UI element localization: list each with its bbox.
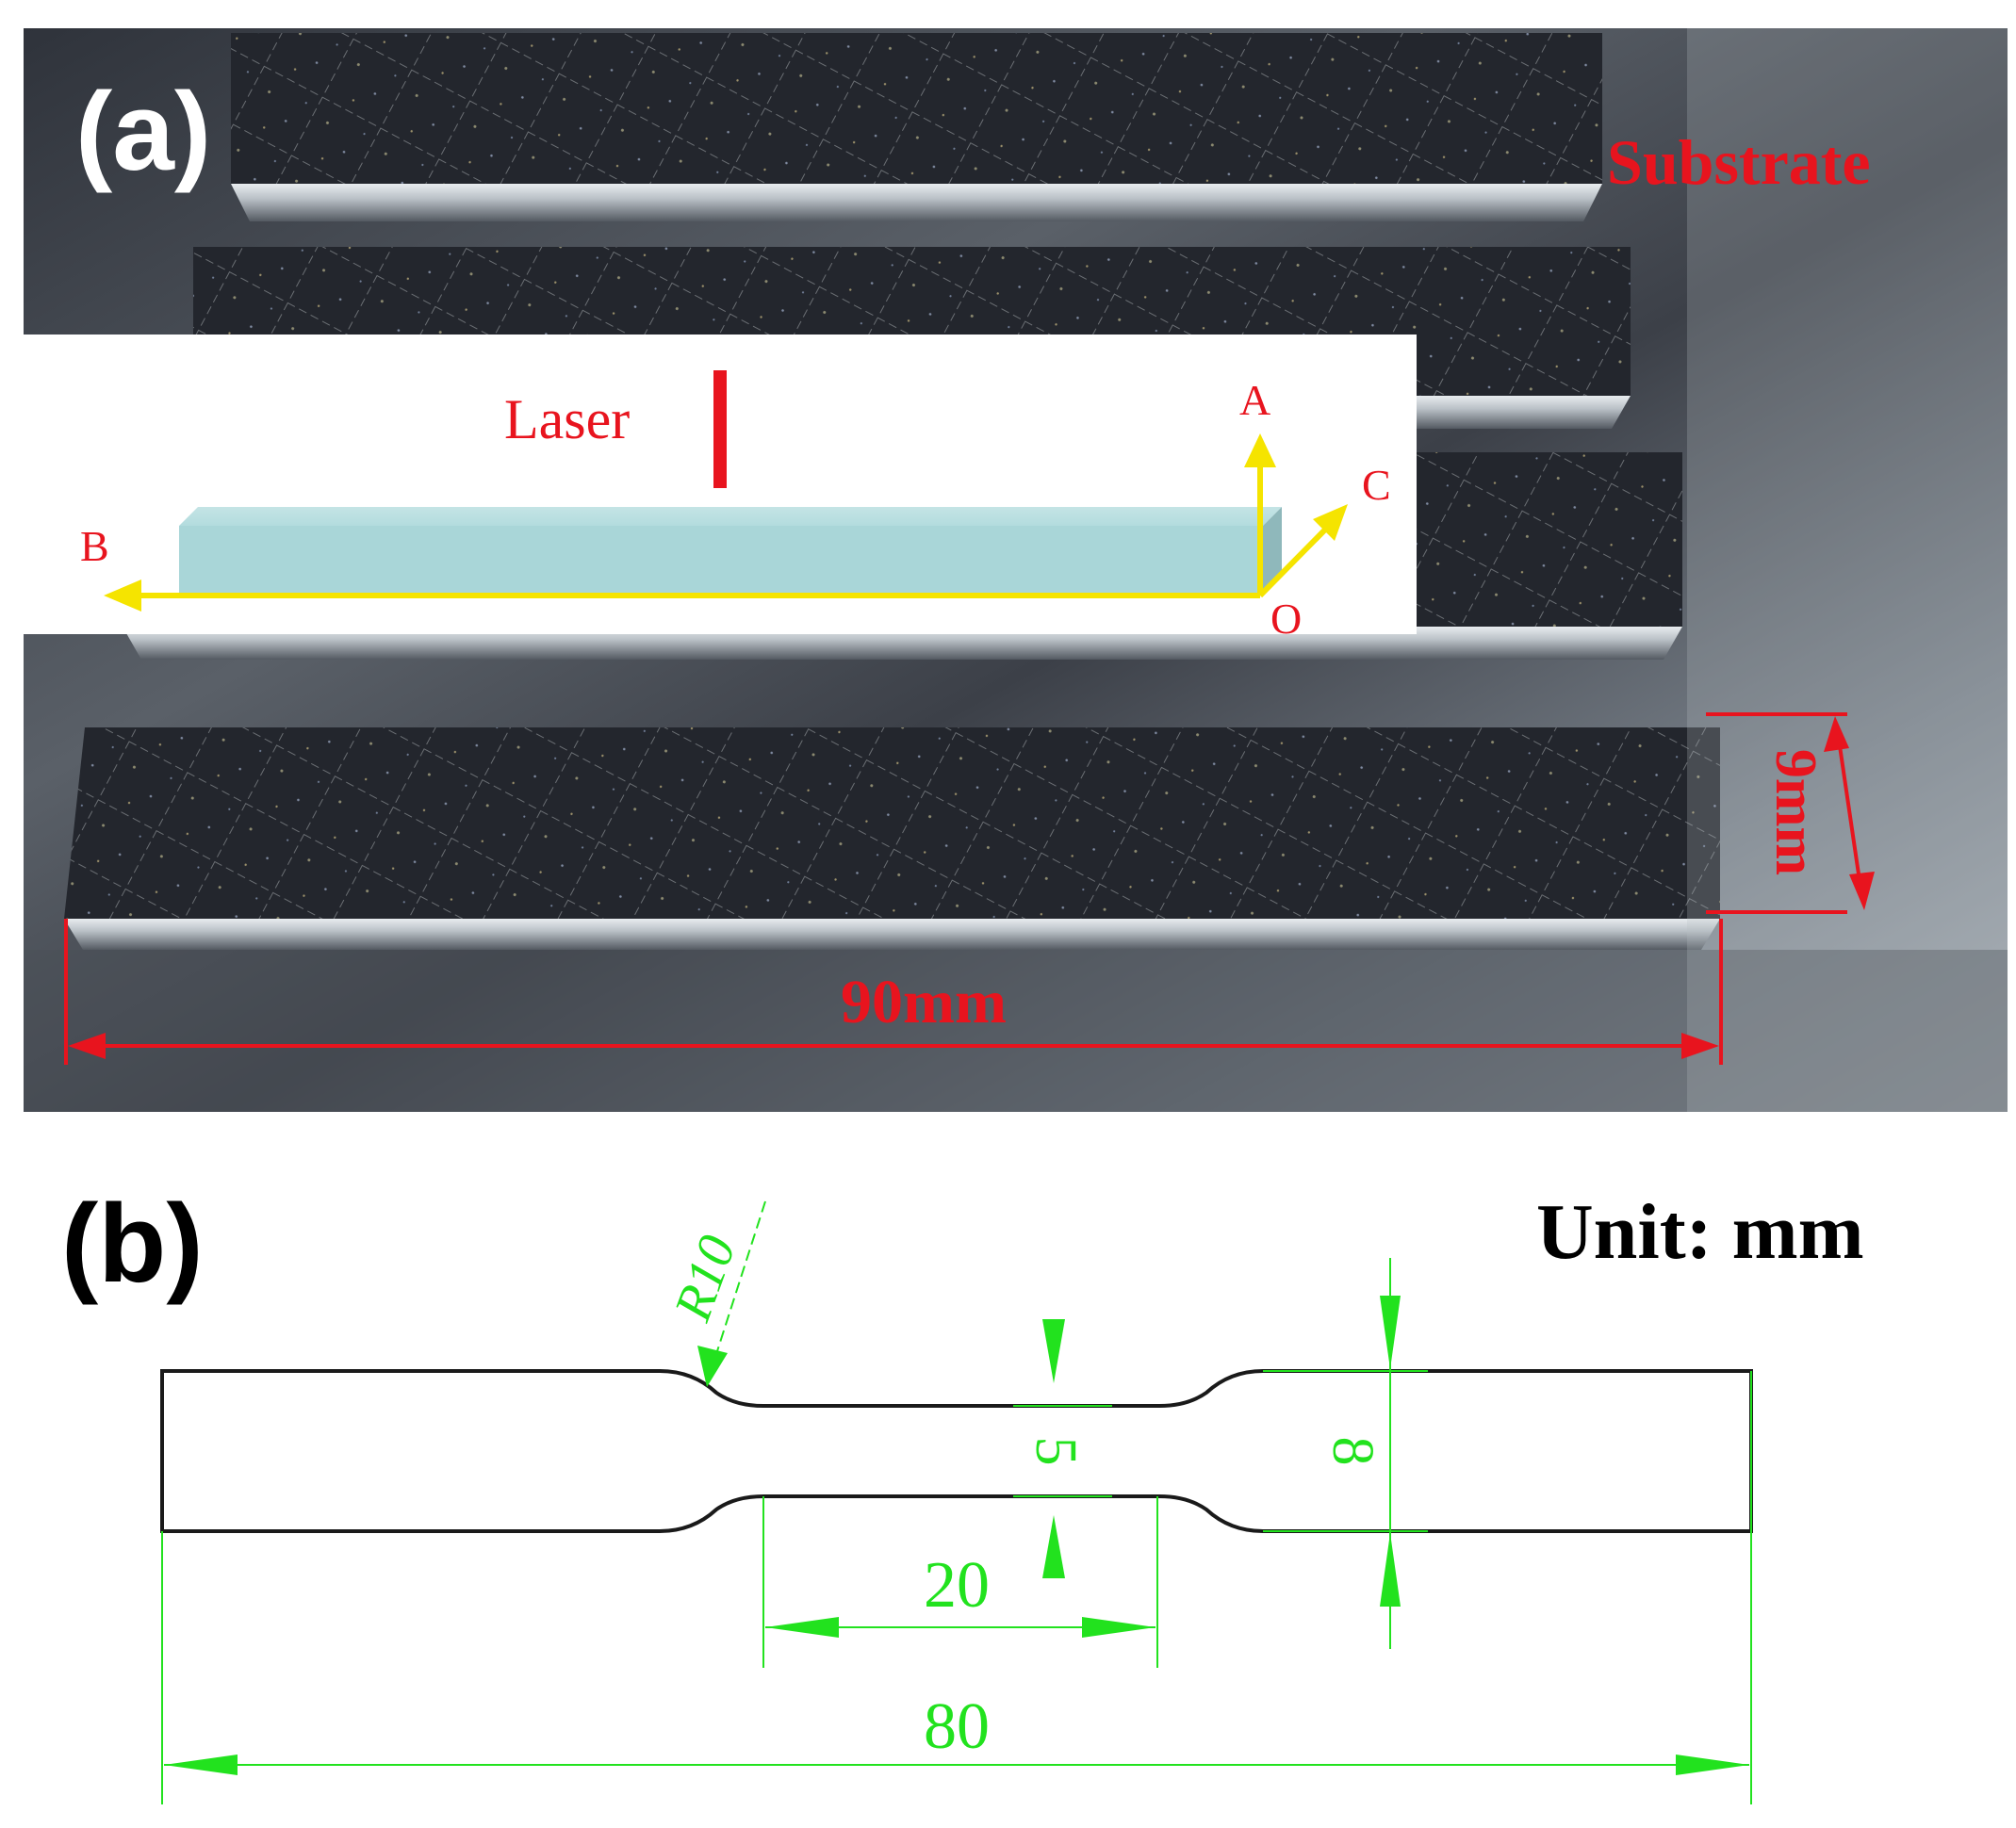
laser-beam-icon [713,370,727,488]
specimen-top-face [179,507,1282,526]
tensile-specimen-outline [160,1369,1753,1533]
origin-label: O [1270,595,1302,643]
total-length-label: 80 [924,1690,990,1763]
radius-arrow-icon [697,1346,728,1387]
arrow-up-icon [1824,716,1849,752]
laser-scan-inset: Laser A B C O [24,335,1417,643]
arrow-right-icon [1681,1033,1719,1059]
total-length-dimension: 80 [161,1371,1752,1804]
gauge-length-dimension: 20 [762,1496,1158,1668]
axis-b-arrow-icon [104,579,141,612]
deposited-track [231,33,1602,221]
length-label: 90mm [841,968,1007,1036]
grip-width-label: 8 [1320,1437,1385,1466]
axis-a-label: A [1239,376,1270,424]
axis-c-arrow-icon [1313,504,1348,541]
panel-b-drawing: (b) Unit: mm R10 5 8 [61,1182,1864,1804]
height-dimension: 9mm [1706,712,1875,914]
unit-label: Unit: mm [1536,1188,1864,1276]
arrow-right-icon [1676,1755,1749,1775]
arrow-left-icon [68,1033,106,1059]
deposited-track-front [64,727,1720,950]
axis-a-arrow-icon [1244,433,1276,467]
gauge-length-label: 20 [924,1549,990,1622]
arrow-right-icon [1082,1617,1156,1638]
arrow-down-icon [1849,872,1875,910]
length-dimension: 90mm [64,919,1723,1065]
gauge-width-label: 5 [1024,1437,1088,1466]
axis-b-label: B [80,522,109,570]
arrow-up-icon [1042,1515,1065,1578]
arrow-up-icon [1380,1533,1401,1607]
specimen-side-face [1263,507,1282,594]
grip-width-dimension: 8 [1263,1258,1428,1649]
height-label: 9mm [1763,749,1828,875]
gauge-width-dimension: 5 [1013,1319,1112,1578]
arrow-left-icon [765,1617,839,1638]
arrow-down-icon [1042,1319,1065,1383]
radius-annotation: R10 [664,1200,766,1387]
radius-label: R10 [664,1228,747,1329]
axis-c-label: C [1362,461,1391,509]
arrow-down-icon [1380,1296,1401,1369]
specimen-block [179,526,1263,594]
arrow-left-icon [164,1755,238,1775]
panel-a-label: (a) [75,70,211,194]
substrate-label: Substrate [1607,126,1871,198]
laser-label: Laser [504,388,630,450]
panel-b-label: (b) [61,1182,204,1306]
